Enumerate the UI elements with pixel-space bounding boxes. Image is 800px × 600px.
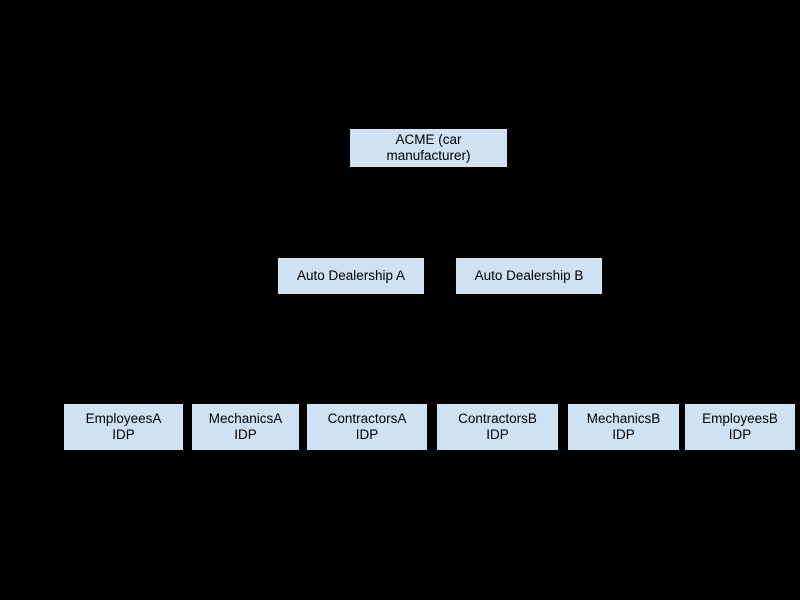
node-contractorsa-idp[interactable]: ContractorsA IDP [306,403,428,451]
node-acme-root[interactable]: ACME (car manufacturer) [349,128,508,168]
edge-dealer-a-to-leaf-2 [367,348,368,403]
edge-dealer-b-to-leaf-4 [623,348,624,403]
node-auto-dealership-b-label: Auto Dealership B [474,268,584,283]
node-employeesb-idp-line2: IDP [728,427,752,442]
edge-dealer-b-stem [529,295,530,348]
node-contractorsb-idp[interactable]: ContractorsB IDP [436,403,559,451]
node-employeesa-idp-line2: IDP [112,427,135,442]
edge-dealer-a-stem [351,295,352,348]
edge-root-to-dealer-b [529,212,530,257]
node-auto-dealership-b[interactable]: Auto Dealership B [455,257,603,295]
edge-root-bus [351,212,529,213]
node-contractorsa-idp-line1: ContractorsA [327,411,407,426]
edge-dealer-b-to-leaf-5 [740,348,741,403]
node-mechanicsb-idp[interactable]: MechanicsB IDP [567,403,680,451]
node-contractorsb-idp-line1: ContractorsB [458,411,537,426]
node-acme-root-line2: manufacturer) [386,148,471,163]
node-acme-root-line1: ACME (car [395,132,462,147]
node-auto-dealership-a[interactable]: Auto Dealership A [277,257,425,295]
node-mechanicsa-idp[interactable]: MechanicsA IDP [191,403,300,451]
edge-root-stem [428,168,429,212]
edge-dealer-b-bus [497,348,740,349]
node-auto-dealership-a-label: Auto Dealership A [296,268,406,283]
node-employeesa-idp[interactable]: EmployeesA IDP [63,403,184,451]
node-employeesa-idp-line1: EmployeesA [85,411,162,426]
edge-dealer-b-to-leaf-3 [497,348,498,403]
node-mechanicsb-idp-line2: IDP [612,427,635,442]
node-mechanicsa-idp-line1: MechanicsA [208,411,283,426]
node-contractorsa-idp-line2: IDP [355,427,379,442]
edge-dealer-a-to-leaf-0 [123,348,124,403]
node-contractorsb-idp-line2: IDP [486,427,509,442]
edge-dealer-a-to-leaf-1 [245,348,246,403]
edge-root-to-dealer-a [351,212,352,257]
node-employeesb-idp[interactable]: EmployeesB IDP [684,403,796,451]
node-employeesb-idp-line1: EmployeesB [702,411,778,426]
node-mechanicsb-idp-line1: MechanicsB [586,411,661,426]
node-mechanicsa-idp-line2: IDP [234,427,257,442]
